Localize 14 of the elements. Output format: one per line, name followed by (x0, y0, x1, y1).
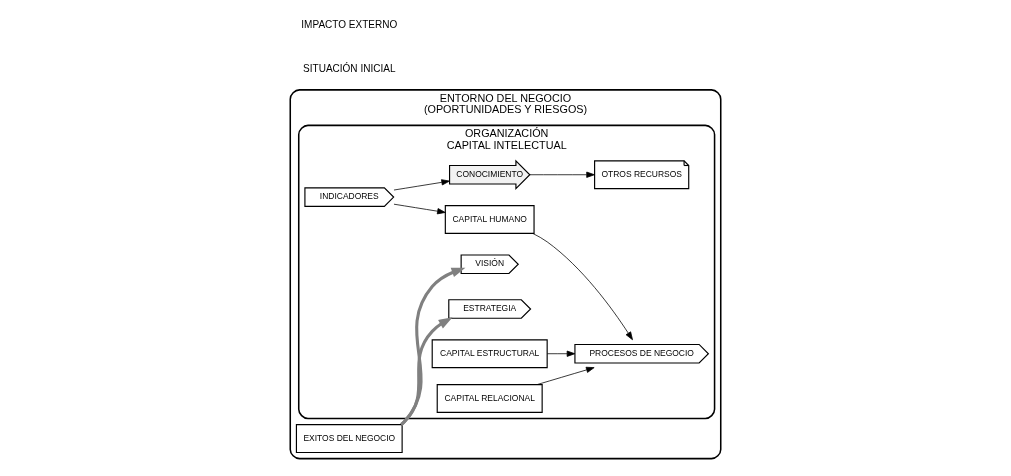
node-box: CAPITAL ESTRUCTURAL (431, 339, 548, 369)
arrow (393, 179, 450, 191)
label: IMPACTO EXTERNO (301, 18, 398, 30)
arrow (536, 366, 595, 385)
arrow (400, 267, 466, 426)
label: SITUACIÓN INICIAL (303, 63, 396, 75)
arrow (393, 203, 446, 215)
arrow (546, 350, 576, 357)
node-box: CAPITAL RELACIONAL (436, 384, 543, 413)
arrow (532, 233, 633, 341)
node-box: CAPITAL HUMANO (444, 205, 535, 234)
arrow (400, 317, 453, 426)
node-box: EXITOS DEL NEGOCIO (295, 424, 403, 454)
arrow (529, 171, 595, 178)
